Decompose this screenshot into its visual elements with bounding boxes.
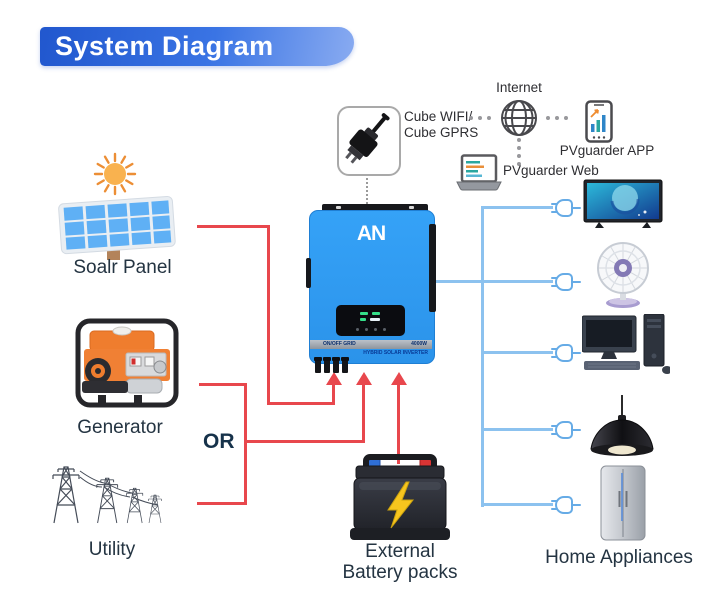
utility-towers-icon: [50, 445, 178, 532]
refrigerator-icon: [600, 465, 646, 548]
title-banner: System Diagram: [40, 27, 354, 66]
inverter-heatsink-right: [429, 224, 436, 312]
home-appliances-label: Home Appliances: [545, 547, 693, 568]
arrow-up-icon: [356, 372, 372, 385]
battery-label-line2: Battery packs: [342, 562, 458, 583]
mc4-connector-icon: [323, 357, 331, 373]
battery-icon: [350, 452, 450, 547]
wire-branch-fridge: [481, 503, 553, 506]
solar-panel-icon: [52, 192, 184, 269]
wire-utility-h: [197, 502, 247, 505]
wire-arrow1-shaft: [332, 384, 335, 405]
internet-label: Internet: [496, 80, 542, 95]
desktop-computer-icon: [581, 313, 672, 381]
wire-solar-h2: [267, 402, 335, 405]
inverter-bracket: [322, 204, 428, 212]
inverter-heatsink-left: [306, 258, 311, 288]
inverter-grid-band: ON/OFF GRID 4000W: [310, 340, 432, 349]
pvguarder-web-icon: [455, 154, 503, 197]
pvguarder-app-label: PVguarder APP: [559, 143, 655, 158]
wire-appliance-trunk: [481, 206, 484, 507]
solar-panel-label: Soalr Panel: [73, 257, 172, 278]
plug-icon: [551, 493, 581, 522]
page-title: System Diagram: [55, 31, 274, 61]
inverter-grid-label: ON/OFF GRID: [323, 341, 356, 347]
plug-icon: [551, 341, 581, 370]
mc4-connector-icon: [332, 357, 340, 373]
sun-icon: [91, 150, 139, 203]
inverter-product-name: HYBRID SOLAR INVERTER: [363, 350, 428, 356]
cube-label-line1: Cube WIFI/: [404, 109, 473, 124]
wire-arrow2-shaft: [362, 384, 365, 443]
pvguarder-app-icon: [585, 100, 613, 149]
wire-or-branch: [244, 440, 365, 443]
cube-wifi-box: [337, 106, 401, 176]
wire-or-trunk: [244, 383, 247, 505]
pendant-lamp-icon: [588, 395, 656, 468]
wire-branch-computer: [481, 351, 553, 354]
pvguarder-web-label: PVguarder Web: [503, 163, 599, 178]
arrow-up-icon: [326, 372, 342, 385]
mc4-connector-icon: [341, 357, 349, 373]
dots-left: [469, 116, 491, 120]
generator-label: Generator: [77, 417, 163, 438]
plug-icon: [551, 196, 581, 225]
cube-label-line2: Cube GPRS: [404, 125, 479, 140]
inverter-brand-logo: AN: [356, 222, 386, 245]
internet-globe-icon: [499, 98, 539, 143]
or-label: OR: [203, 430, 235, 453]
wire-inverter-out: [434, 280, 553, 283]
plug-icon: [551, 418, 581, 447]
arrow-up-icon: [391, 372, 407, 385]
dots-down: [517, 138, 521, 166]
wire-cube-dotted: [366, 174, 368, 204]
generator-icon: [68, 315, 188, 418]
wire-branch-tv: [481, 206, 553, 209]
wire-battery-v: [397, 384, 400, 464]
inverter-display: [336, 305, 405, 336]
wire-solar-h: [197, 225, 270, 228]
mc4-connector-icon: [314, 357, 322, 373]
plug-icon: [551, 270, 581, 299]
wire-generator-h: [199, 383, 247, 386]
inverter-power-label: 4000W: [411, 341, 427, 347]
wire-branch-lamp: [481, 428, 553, 431]
tv-icon: [583, 179, 663, 236]
battery-label-line1: External: [365, 541, 435, 562]
wire-solar-v: [267, 225, 270, 405]
utility-label: Utility: [88, 539, 136, 560]
wifi-dongle-icon: [345, 113, 390, 164]
dots-right: [546, 116, 568, 120]
fan-icon: [592, 241, 654, 314]
